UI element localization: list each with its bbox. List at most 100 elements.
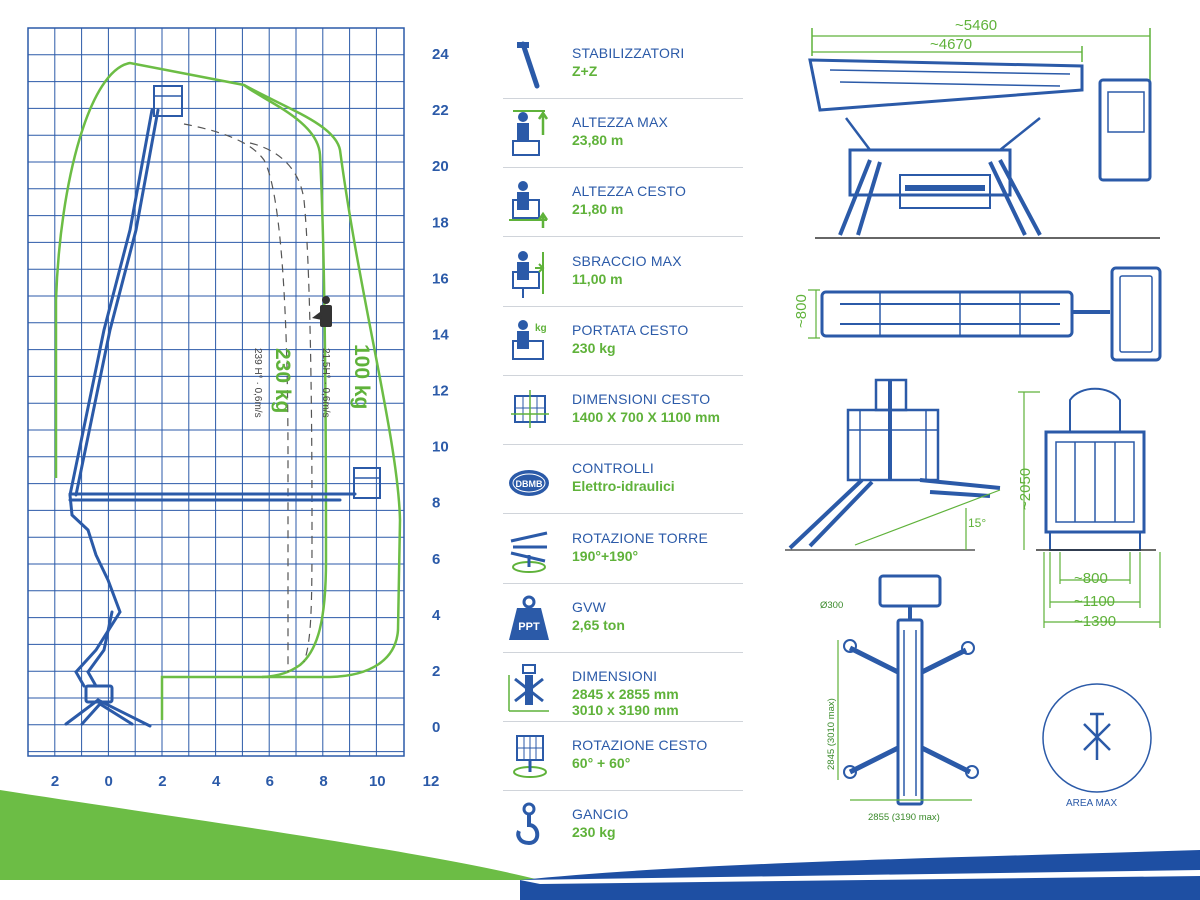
spec-label: GANCIO bbox=[572, 806, 629, 822]
hook-icon bbox=[516, 802, 540, 846]
speed-limit-100kg bbox=[249, 142, 313, 663]
front-view-drawing bbox=[785, 378, 1001, 551]
dim-height: ~2050 bbox=[1017, 468, 1034, 510]
area-max-circle bbox=[1042, 683, 1152, 793]
max-height-icon bbox=[512, 110, 549, 156]
spec-label: ALTEZZA MAX bbox=[572, 114, 669, 130]
speed-label-230: 239 H° · 0,6m/s bbox=[252, 348, 263, 418]
speed-label-100: 21,5H° · 0,6m/s bbox=[320, 348, 331, 418]
area-max-label: AREA MAX bbox=[1066, 798, 1117, 809]
spec-value: 230 kg bbox=[572, 824, 616, 840]
spec-value: 230 kg bbox=[572, 340, 616, 356]
y-tick-label: 24 bbox=[432, 46, 449, 63]
load-label-100: 100 kg bbox=[350, 344, 373, 409]
chart-grid bbox=[27, 27, 405, 757]
rear-view-drawing bbox=[1018, 387, 1161, 628]
side-view-drawing bbox=[808, 28, 1160, 239]
spec-row-gvw: PPT GVW 2,65 ton bbox=[503, 584, 743, 653]
green-swoosh bbox=[0, 790, 540, 880]
spec-row-rotazione-torre: ROTAZIONE TORRE 190°+190° bbox=[503, 515, 743, 584]
dim-foot-diameter: Ø300 bbox=[820, 600, 843, 611]
dim-width-max: ~1390 bbox=[1074, 613, 1116, 630]
tower-rotation-icon bbox=[510, 531, 548, 573]
y-tick-label: 22 bbox=[432, 102, 449, 119]
y-tick-label: 18 bbox=[432, 214, 449, 231]
x-tick-label: 10 bbox=[369, 773, 386, 790]
top-view-drawing bbox=[808, 266, 1162, 362]
spec-label: GVW bbox=[572, 599, 607, 615]
controls-badge: DBMB bbox=[516, 479, 543, 489]
dimensions-icon bbox=[508, 664, 549, 712]
spec-value-2: 3010 x 3190 mm bbox=[572, 702, 679, 718]
spec-value: 1400 X 700 X 1100 mm bbox=[572, 409, 720, 425]
x-tick-label: 6 bbox=[266, 773, 274, 790]
spec-label: DIMENSIONI bbox=[572, 668, 658, 684]
spec-row-gancio: GANCIO 230 kg bbox=[503, 791, 743, 859]
dim-width-mid: ~1100 bbox=[1074, 593, 1115, 610]
dim-footprint-h: 2845 (3010 max) bbox=[826, 698, 837, 770]
x-tick-label: 2 bbox=[158, 773, 166, 790]
outreach-icon bbox=[512, 251, 545, 298]
envelope-230kg bbox=[243, 84, 328, 679]
spec-label: CONTROLLI bbox=[572, 460, 654, 476]
spec-value: Z+Z bbox=[572, 63, 598, 79]
basket-load-icon: kg bbox=[512, 320, 547, 360]
controls-icon: DBMB bbox=[509, 470, 549, 496]
dim-length-total: ~5460 bbox=[955, 17, 997, 34]
spec-row-dimensioni: DIMENSIONI 2845 x 2855 mm 3010 x 3190 mm bbox=[503, 653, 743, 722]
x-tick-label: 4 bbox=[212, 773, 221, 790]
spec-label: ROTAZIONE CESTO bbox=[572, 737, 708, 753]
spec-value: 2845 x 2855 mm bbox=[572, 686, 679, 702]
y-tick-label: 2 bbox=[432, 663, 440, 680]
weight-icon: PPT bbox=[509, 595, 549, 640]
area-max-machine-icon bbox=[1083, 712, 1111, 760]
dim-angle: 15° bbox=[968, 516, 986, 530]
basket-size-icon bbox=[511, 390, 549, 428]
y-tick-label: 4 bbox=[432, 607, 441, 624]
envelope-100kg bbox=[54, 61, 402, 720]
spec-value: 190°+190° bbox=[572, 548, 639, 564]
dim-footprint-w: 2855 (3190 max) bbox=[868, 812, 940, 823]
spec-row-controlli: DBMB CONTROLLI Elettro-idraulici bbox=[503, 445, 743, 514]
spec-row-altezza-max: ALTEZZA MAX 23,80 m bbox=[503, 99, 743, 168]
spec-row-dimensioni-cesto: DIMENSIONI CESTO 1400 X 700 X 1100 mm bbox=[503, 376, 743, 445]
footprint-drawing bbox=[837, 574, 979, 806]
spec-value: 60° + 60° bbox=[572, 755, 631, 771]
basket-rotation-icon bbox=[513, 735, 547, 778]
spec-label: SBRACCIO MAX bbox=[572, 253, 682, 269]
y-tick-label: 0 bbox=[432, 719, 440, 736]
spec-row-portata-cesto: kg PORTATA CESTO 230 kg bbox=[503, 307, 743, 376]
spec-value: 11,00 m bbox=[572, 271, 623, 287]
spec-value: 21,80 m bbox=[572, 201, 624, 217]
basket-height-icon bbox=[509, 181, 549, 228]
spec-row-altezza-cesto: ALTEZZA CESTO 21,80 m bbox=[503, 168, 743, 237]
white-gap bbox=[520, 870, 1200, 884]
load-label-230: 230 kg bbox=[271, 348, 294, 413]
y-tick-label: 8 bbox=[432, 495, 440, 512]
spec-label: ALTEZZA CESTO bbox=[572, 183, 687, 199]
dim-width-track: ~800 bbox=[1074, 570, 1108, 587]
weight-badge: PPT bbox=[518, 621, 540, 633]
working-range-chart: 230 kg 239 H° · 0,6m/s 100 kg 21,5H° · 0… bbox=[27, 27, 449, 790]
spec-value: Elettro-idraulici bbox=[572, 478, 675, 494]
y-tick-label: 6 bbox=[432, 551, 440, 568]
spec-value: 23,80 m bbox=[572, 132, 624, 148]
x-tick-label: 2 bbox=[51, 773, 59, 790]
y-tick-label: 10 bbox=[432, 439, 449, 456]
x-tick-label: 8 bbox=[319, 773, 327, 790]
machine-base-drawing bbox=[64, 85, 381, 728]
spec-value: 2,65 ton bbox=[572, 617, 625, 633]
spec-row-stabilizzatori: STABILIZZATORI Z+Z bbox=[503, 30, 743, 99]
operator-figure-icon bbox=[312, 296, 332, 327]
dim-length-base: ~4670 bbox=[930, 36, 972, 53]
stabilizer-icon bbox=[517, 41, 540, 89]
y-tick-label: 14 bbox=[432, 326, 449, 343]
spec-label: DIMENSIONI CESTO bbox=[572, 391, 711, 407]
speed-limit-230kg bbox=[183, 123, 289, 672]
kg-badge: kg bbox=[535, 323, 547, 334]
y-tick-label: 12 bbox=[432, 383, 449, 400]
dim-width-top: ~800 bbox=[793, 294, 810, 328]
